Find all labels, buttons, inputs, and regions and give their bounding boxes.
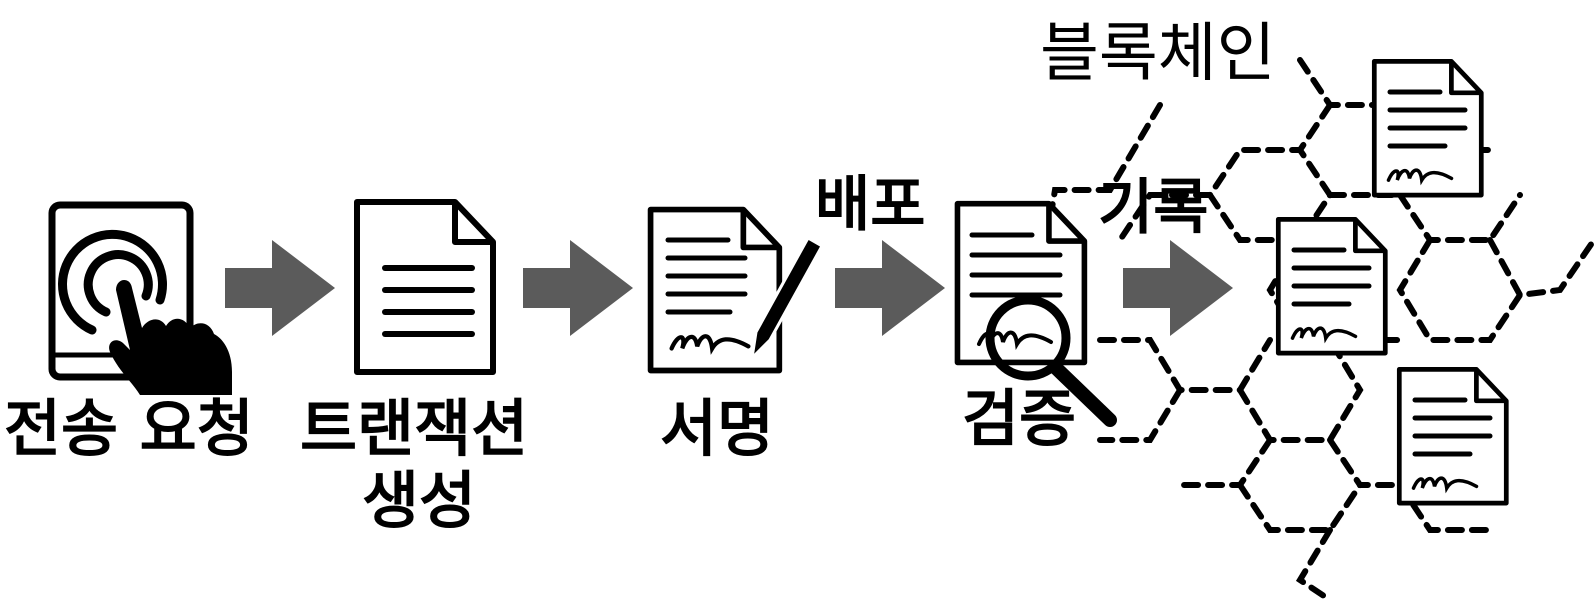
signed-document-icon — [1374, 61, 1481, 195]
arrow-verify-to-record — [1123, 240, 1233, 336]
step-distribute-label: 배포 — [815, 170, 926, 240]
step-record-label: 기록 — [1098, 173, 1209, 243]
arrow-request-to-create — [225, 240, 335, 336]
step-verify-label: 검증 — [962, 382, 1077, 455]
arrow-create-to-sign — [523, 240, 633, 336]
blockchain-label: 블록체인 — [1040, 17, 1276, 91]
signed-document-icon — [1278, 219, 1385, 353]
step-create-label: 트랜잭션 — [300, 392, 529, 465]
arrow-sign-to-verify — [835, 240, 945, 336]
document-icon — [357, 202, 493, 372]
signed-document-pen-icon — [651, 210, 825, 371]
signed-document-icon — [1399, 369, 1506, 503]
step-create-label-line2: 생성 — [362, 464, 477, 537]
tablet-touch-icon — [48, 201, 232, 395]
step-sign-label: 서명 — [660, 392, 775, 465]
step-request-label: 전송 요청 — [4, 392, 254, 465]
blockchain-network — [1047, 57, 1594, 603]
document-magnifier-icon — [957, 204, 1117, 427]
